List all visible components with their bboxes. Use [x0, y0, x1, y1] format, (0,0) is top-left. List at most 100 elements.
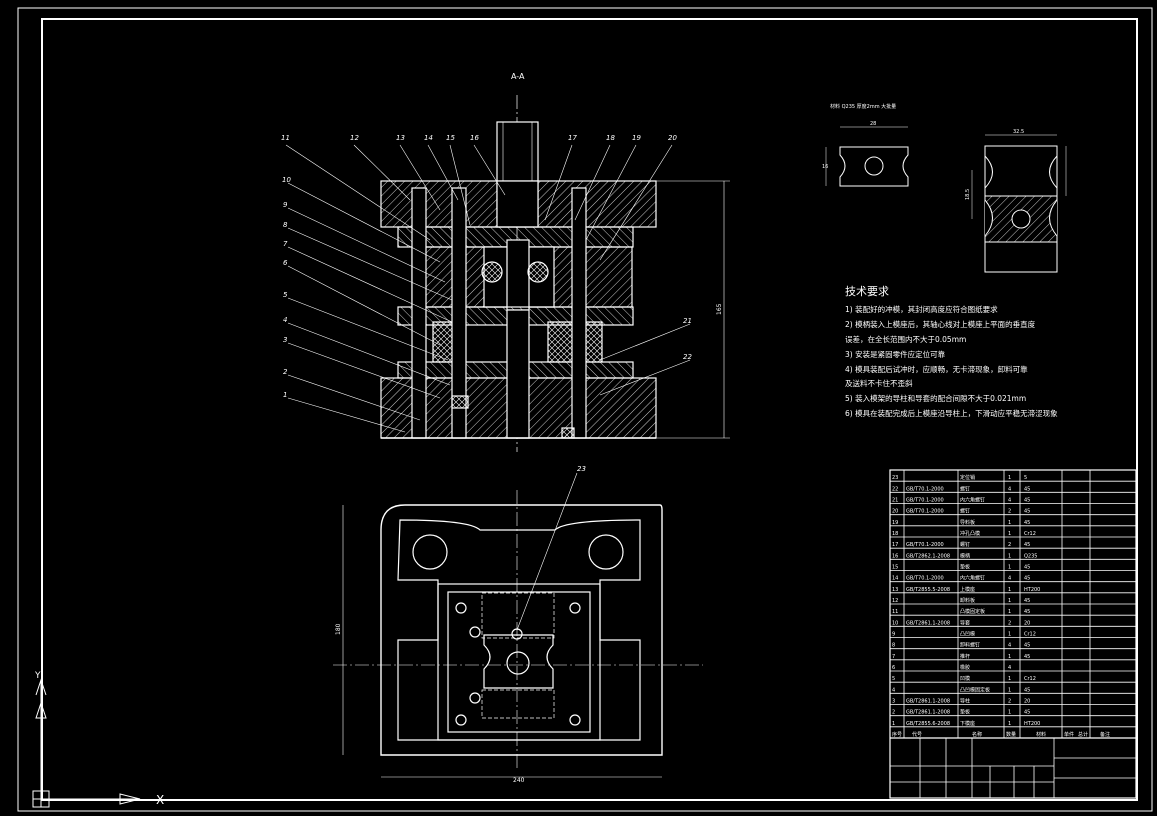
bom-cell-code: GB/T70.1-2000 [906, 486, 944, 492]
callout-16: 16 [470, 134, 479, 142]
bom-cell-name: 卸料螺钉 [960, 642, 980, 649]
bom-table [889, 469, 1137, 799]
bom-cell-no: 16 [892, 553, 898, 559]
bom-cell-qty: 1 [1008, 475, 1011, 481]
bom-cell-qty: 4 [1008, 643, 1011, 649]
bom-cell-name: 下模座 [960, 720, 975, 727]
bom-cell-qty: 1 [1008, 710, 1011, 716]
tech-note-2: 2) 模柄装入上模座后，其轴心线对上模座上平面的垂直度 [845, 319, 1036, 329]
bom-cell-no: 9 [892, 632, 895, 638]
bom-cell-qty: 1 [1008, 676, 1011, 682]
bom-cell-no: 10 [892, 620, 898, 626]
bom-cell-mat: 45 [1024, 654, 1030, 660]
bom-cell-qty: 4 [1008, 486, 1011, 492]
bom-cell-name: 螺钉 [960, 485, 970, 492]
bom-cell-qty: 4 [1008, 576, 1011, 582]
bom-cell-qty: 2 [1008, 509, 1011, 515]
strip-step-dim: 18.5 [965, 189, 971, 200]
callout-13: 13 [396, 134, 405, 142]
bom-header-code: 代号 [912, 731, 922, 738]
tech-title: 技术要求 [845, 285, 889, 298]
outer-frame [17, 7, 1153, 812]
callout-4: 4 [283, 316, 287, 324]
svg-text:X: X [156, 793, 164, 807]
bom-cell-name: 橡胶 [960, 664, 970, 671]
bom-cell-qty: 1 [1008, 520, 1011, 526]
bom-cell-mat: 45 [1024, 598, 1030, 604]
bom-cell-no: 20 [892, 509, 898, 515]
bom-cell-no: 19 [892, 520, 898, 526]
bom-cell-mat: Cr12 [1024, 632, 1036, 638]
callout-15: 15 [446, 134, 455, 142]
bom-cell-code: GB/T70.1-2000 [906, 509, 944, 515]
bom-cell-mat: 45 [1024, 542, 1030, 548]
bom-cell-name: 凸凹模 [960, 631, 975, 638]
callout-7: 7 [283, 240, 288, 248]
bom-cell-name: 凸凹模固定板 [960, 686, 990, 693]
bom-cell-name: 凹模 [960, 675, 970, 682]
bom-cell-name: 垫板 [960, 564, 970, 571]
callout-leaders [285, 144, 691, 433]
bom-cell-mat: 45 [1024, 509, 1030, 515]
bom-cell-name: 导料板 [960, 519, 975, 526]
part-views: 材料 Q235 厚度2mm 大批量 28 16 32.5 18.5 [822, 103, 1067, 273]
bom-cell-name: 模柄 [960, 552, 970, 559]
svg-text:Y: Y [34, 671, 41, 681]
bom-cell-mat: HT200 [1024, 721, 1040, 727]
bom-cell-qty: 1 [1008, 721, 1011, 727]
bom-cell-qty: 1 [1008, 565, 1011, 571]
callout-9: 9 [283, 201, 288, 209]
bom-cell-name: 上模座 [960, 586, 975, 593]
bom-header-name: 名称 [972, 731, 982, 738]
callout-6: 6 [283, 259, 288, 267]
bom-cell-name: 推杆 [960, 653, 970, 660]
callout-5: 5 [283, 291, 288, 299]
bom-cell-mat: Cr12 [1024, 676, 1036, 682]
tech-note-6: 及送料不卡住不歪斜 [845, 378, 913, 388]
bom-cell-no: 6 [892, 665, 895, 671]
bom-header-total: 总计 [1078, 731, 1088, 738]
bom-cell-code: GB/T70.1-2000 [906, 498, 944, 504]
callout-21: 21 [683, 317, 692, 325]
bom-cell-code: GB/T70.1-2000 [906, 576, 944, 582]
bom-cell-no: 2 [892, 710, 895, 716]
bom-cell-qty: 1 [1008, 654, 1011, 660]
bom-cell-qty: 1 [1008, 598, 1011, 604]
bom-cell-name: 冲孔凸模 [960, 530, 980, 537]
bom-cell-name: 内六角螺钉 [960, 497, 985, 504]
bom-cell-qty: 1 [1008, 687, 1011, 693]
plan-depth-dim: 180 [335, 623, 342, 635]
bom-cell-code: GB/T2861.1-2008 [906, 699, 950, 705]
bom-cell-no: 15 [892, 565, 898, 571]
bom-cell-mat: 45 [1024, 576, 1030, 582]
callout-11: 11 [281, 134, 290, 142]
strip-width-dim: 32.5 [1013, 129, 1024, 135]
bom-cell-name: 螺钉 [960, 541, 970, 548]
bom-header-single: 单件 [1064, 731, 1074, 738]
callout-19: 19 [632, 134, 641, 142]
ucs-icon: Y X [32, 671, 164, 808]
bom-cell-no: 23 [892, 475, 898, 481]
bom-cell-no: 8 [892, 643, 895, 649]
bom-cell-mat: 45 [1024, 520, 1030, 526]
plan-view: 180 240 [333, 472, 703, 784]
callout-23: 23 [577, 465, 586, 473]
bom-cell-qty: 1 [1008, 553, 1011, 559]
bom-header-note: 备注 [1100, 731, 1110, 738]
bom-cell-mat: Cr12 [1024, 531, 1036, 537]
callout-1: 1 [283, 391, 287, 399]
callout-22: 22 [683, 353, 692, 361]
bom-cell-mat: 20 [1024, 620, 1030, 626]
bom-cell-no: 4 [892, 687, 895, 693]
callout-20: 20 [668, 134, 677, 142]
bom-cell-no: 22 [892, 486, 898, 492]
tech-note-5: 4) 模具装配后试冲时，应顺畅，无卡滞现象，卸料可靠 [845, 364, 1028, 374]
bom-header-mat: 材料 [1036, 731, 1046, 738]
bom-cell-mat: 45 [1024, 710, 1030, 716]
bom-cell-mat: 45 [1024, 498, 1030, 504]
bom-cell-no: 21 [892, 498, 898, 504]
bom-cell-code: GB/T2855.5-2008 [906, 587, 950, 593]
tech-note-3: 误差，在全长范围内不大于0.05mm [845, 334, 966, 344]
